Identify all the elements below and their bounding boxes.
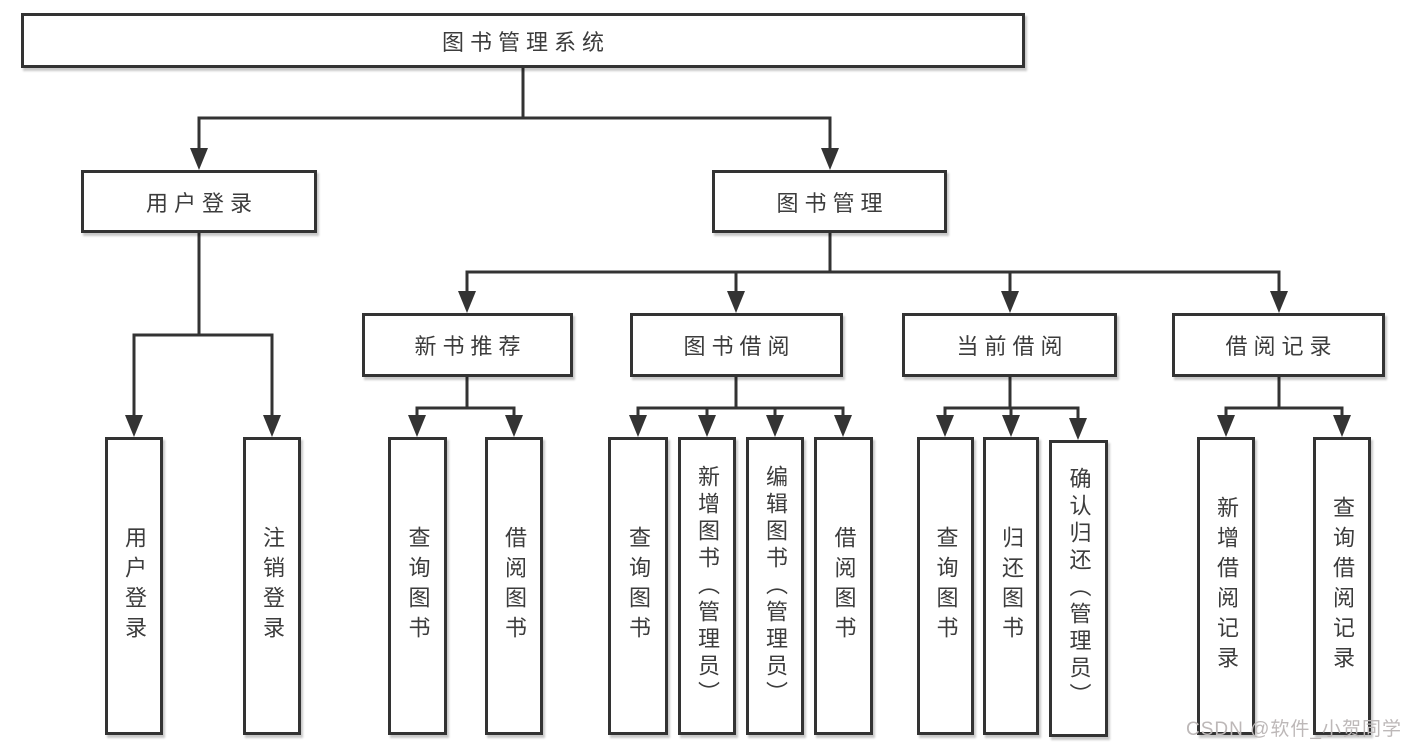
leaf-logout-login: 注销登录: [243, 437, 301, 735]
leaf-user-login: 用户登录: [105, 437, 163, 735]
leaf-cb-query-books: 查询图书: [917, 437, 974, 735]
connector-current-borrow-branch: [943, 375, 1080, 420]
leaf-cb-return-books: 归还图书: [983, 437, 1039, 735]
leaf-bb-query-books: 查询图书: [608, 437, 668, 735]
leaf-nbr-borrow-books: 借阅图书: [485, 437, 543, 735]
leaf-br-add-record: 新增借阅记录: [1197, 437, 1255, 735]
leaf-cb-confirm-return-admin: 确认归还（管理员）: [1049, 440, 1108, 737]
node-current-borrowing: 当前借阅: [902, 313, 1117, 377]
connector-root-to-level2: [197, 65, 832, 150]
connector-book-management-branch: [465, 231, 1281, 293]
connector-book-borrow-branch: [636, 375, 845, 418]
node-book-borrowing: 图书借阅: [630, 313, 843, 377]
leaf-bb-edit-books-admin: 编辑图书（管理员）: [746, 437, 804, 735]
node-root-system: 图书管理系统: [21, 13, 1025, 68]
connector-new-book-branch: [415, 375, 516, 418]
csdn-watermark: CSDN @软件_小贺同学: [1186, 719, 1402, 740]
leaf-br-query-record: 查询借阅记录: [1313, 437, 1371, 735]
leaf-bb-add-books-admin: 新增图书（管理员）: [678, 437, 736, 735]
node-new-book-recommend: 新书推荐: [362, 313, 573, 377]
node-user-login-branch: 用户登录: [81, 170, 317, 233]
leaf-bb-borrow-books: 借阅图书: [814, 437, 873, 735]
leaf-nbr-query-books: 查询图书: [388, 437, 447, 735]
connector-user-login-branch: [132, 231, 274, 417]
node-book-management-branch: 图书管理: [712, 170, 947, 233]
connector-borrow-record-branch: [1224, 375, 1344, 418]
node-borrowing-records: 借阅记录: [1172, 313, 1385, 377]
